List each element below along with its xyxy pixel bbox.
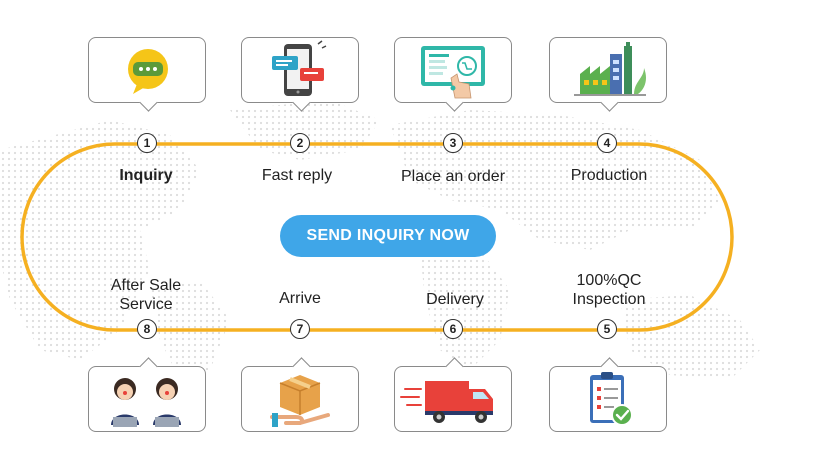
step-3-card [394,37,512,112]
step-1-card [88,37,206,112]
step-8-label: After Sale Service [71,276,221,314]
step-4-number: 4 [597,133,617,153]
step-4-card [549,37,667,112]
step-8-label-line2: Service [119,296,173,313]
step-6-card [394,357,512,432]
step-8-card [88,357,206,432]
step-3-label: Place an order [400,168,506,185]
package-hand-icon [270,375,330,427]
step-5-label-line1: 100%QC [576,272,642,289]
factory-icon [574,42,646,96]
support-agents-icon [111,378,181,427]
step-2-label: Fast reply [261,167,333,184]
delivery-truck-icon [400,381,493,423]
chat-bubble-icon [128,49,168,94]
step-5-card [549,357,667,432]
step-5-label-line2: Inspection [572,291,646,308]
step-5-number: 5 [597,319,617,339]
step-6-label: Delivery [426,291,484,308]
step-7-label: Arrive [279,290,321,307]
send-inquiry-button[interactable]: SEND INQUIRY NOW [280,215,496,257]
step-3-number: 3 [443,133,463,153]
step-6-number: 6 [443,319,463,339]
online-shop-icon [421,46,485,99]
step-7-card [241,357,359,432]
step-1-number: 1 [137,133,157,153]
step-5-label: 100%QC Inspection [534,271,684,309]
phone-message-icon [272,40,327,96]
step-7-number: 7 [290,319,310,339]
step-2-number: 2 [290,133,310,153]
step-8-number: 8 [137,319,157,339]
step-1-label: Inquiry [119,167,173,184]
step-8-label-line1: After Sale [110,277,182,294]
clipboard-check-icon [590,372,633,426]
step-2-card [241,37,359,112]
step-4-label: Production [570,167,648,184]
